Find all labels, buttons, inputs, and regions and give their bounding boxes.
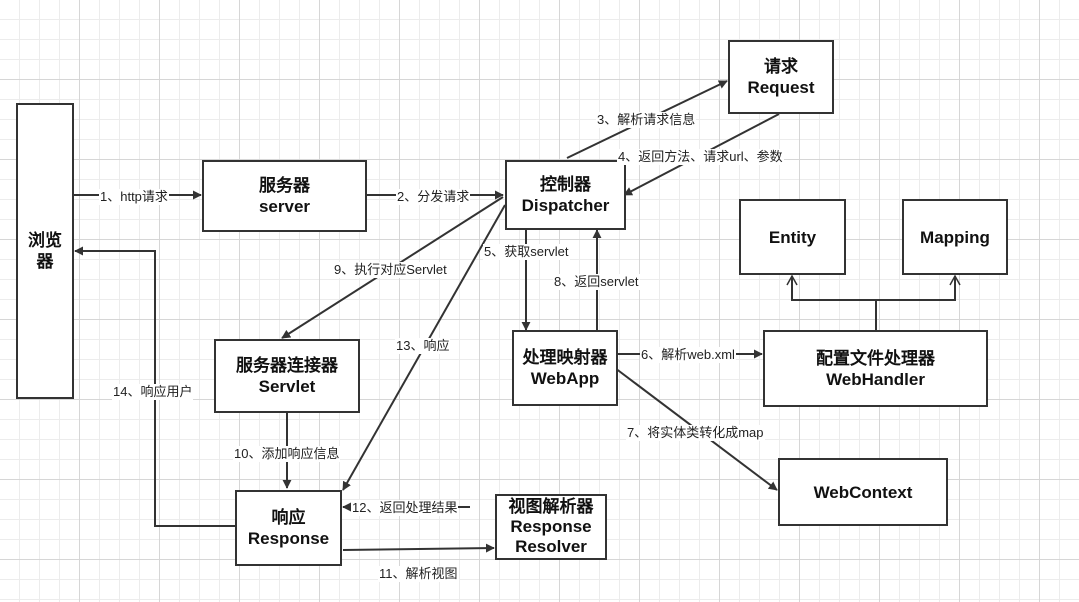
- webhandler-label-cn: 配置文件处理器: [816, 348, 935, 368]
- servlet-node: 服务器连接器 Servlet: [214, 339, 360, 413]
- edge-label-14: 14、响应用户: [112, 384, 194, 400]
- webhandler-node: 配置文件处理器 WebHandler: [763, 330, 988, 407]
- edge-label-11: 11、解析视图: [378, 566, 459, 582]
- webapp-label-cn: 处理映射器: [522, 348, 608, 367]
- dispatcher-label-en: Dispatcher: [521, 196, 610, 215]
- webapp-label-en: WebApp: [530, 369, 600, 388]
- edge-response-to-resolver: [342, 543, 495, 553]
- entity-node: Entity: [739, 199, 846, 275]
- server-label-cn: 服务器: [259, 176, 310, 195]
- browser-node: 浏览 器: [16, 103, 74, 399]
- edge-label-12: 12、返回处理结果: [351, 500, 459, 516]
- mapping-node: Mapping: [902, 199, 1008, 275]
- edge-label-6: 6、解析web.xml: [640, 347, 736, 363]
- browser-label-line2: 器: [36, 252, 54, 271]
- resolver-label-en2: Resolver: [515, 537, 587, 556]
- edge-label-8: 8、返回servlet: [553, 274, 640, 290]
- response-label-en: Response: [247, 529, 330, 548]
- webcontext-label: WebContext: [813, 482, 913, 502]
- dispatcher-label-cn: 控制器: [540, 175, 591, 194]
- edge-label-7: 7、将实体类转化成map: [626, 425, 765, 441]
- edge-label-9: 9、执行对应Servlet: [333, 262, 448, 278]
- dispatcher-node: 控制器 Dispatcher: [505, 160, 626, 230]
- webcontext-node: WebContext: [778, 458, 948, 526]
- edge-label-5: 5、获取servlet: [483, 244, 570, 260]
- edge-label-1: 1、http请求: [99, 189, 169, 205]
- edge-label-4: 4、返回方法、请求url、参数: [617, 149, 784, 165]
- edge-label-13: 13、响应: [395, 338, 451, 354]
- webhandler-label-en: WebHandler: [826, 369, 925, 389]
- servlet-label-en: Servlet: [258, 377, 316, 396]
- server-label-en: server: [258, 197, 311, 216]
- resolver-label-cn: 视图解析器: [508, 497, 594, 516]
- mapping-label: Mapping: [920, 227, 990, 247]
- edge-webhandler-to-entity: [786, 274, 877, 330]
- edge-label-2: 2、分发请求: [396, 189, 471, 205]
- edge-label-3: 3、解析请求信息: [596, 112, 697, 128]
- servlet-label-cn: 服务器连接器: [236, 356, 338, 375]
- request-node: 请求 Request: [728, 40, 834, 114]
- response-label-cn: 响应: [271, 508, 306, 527]
- edge-webhandler-to-mapping: [876, 274, 961, 301]
- webapp-node: 处理映射器 WebApp: [512, 330, 618, 406]
- entity-label: Entity: [768, 227, 817, 247]
- resolver-node: 视图解析器 Response Resolver: [495, 494, 607, 560]
- browser-label-line1: 浏览: [28, 231, 62, 250]
- resolver-label-en1: Response: [510, 517, 592, 536]
- server-node: 服务器 server: [202, 160, 367, 232]
- edge-label-10: 10、添加响应信息: [233, 446, 341, 462]
- request-label-en: Request: [747, 78, 815, 97]
- request-label-cn: 请求: [764, 57, 798, 76]
- response-node: 响应 Response: [235, 490, 342, 566]
